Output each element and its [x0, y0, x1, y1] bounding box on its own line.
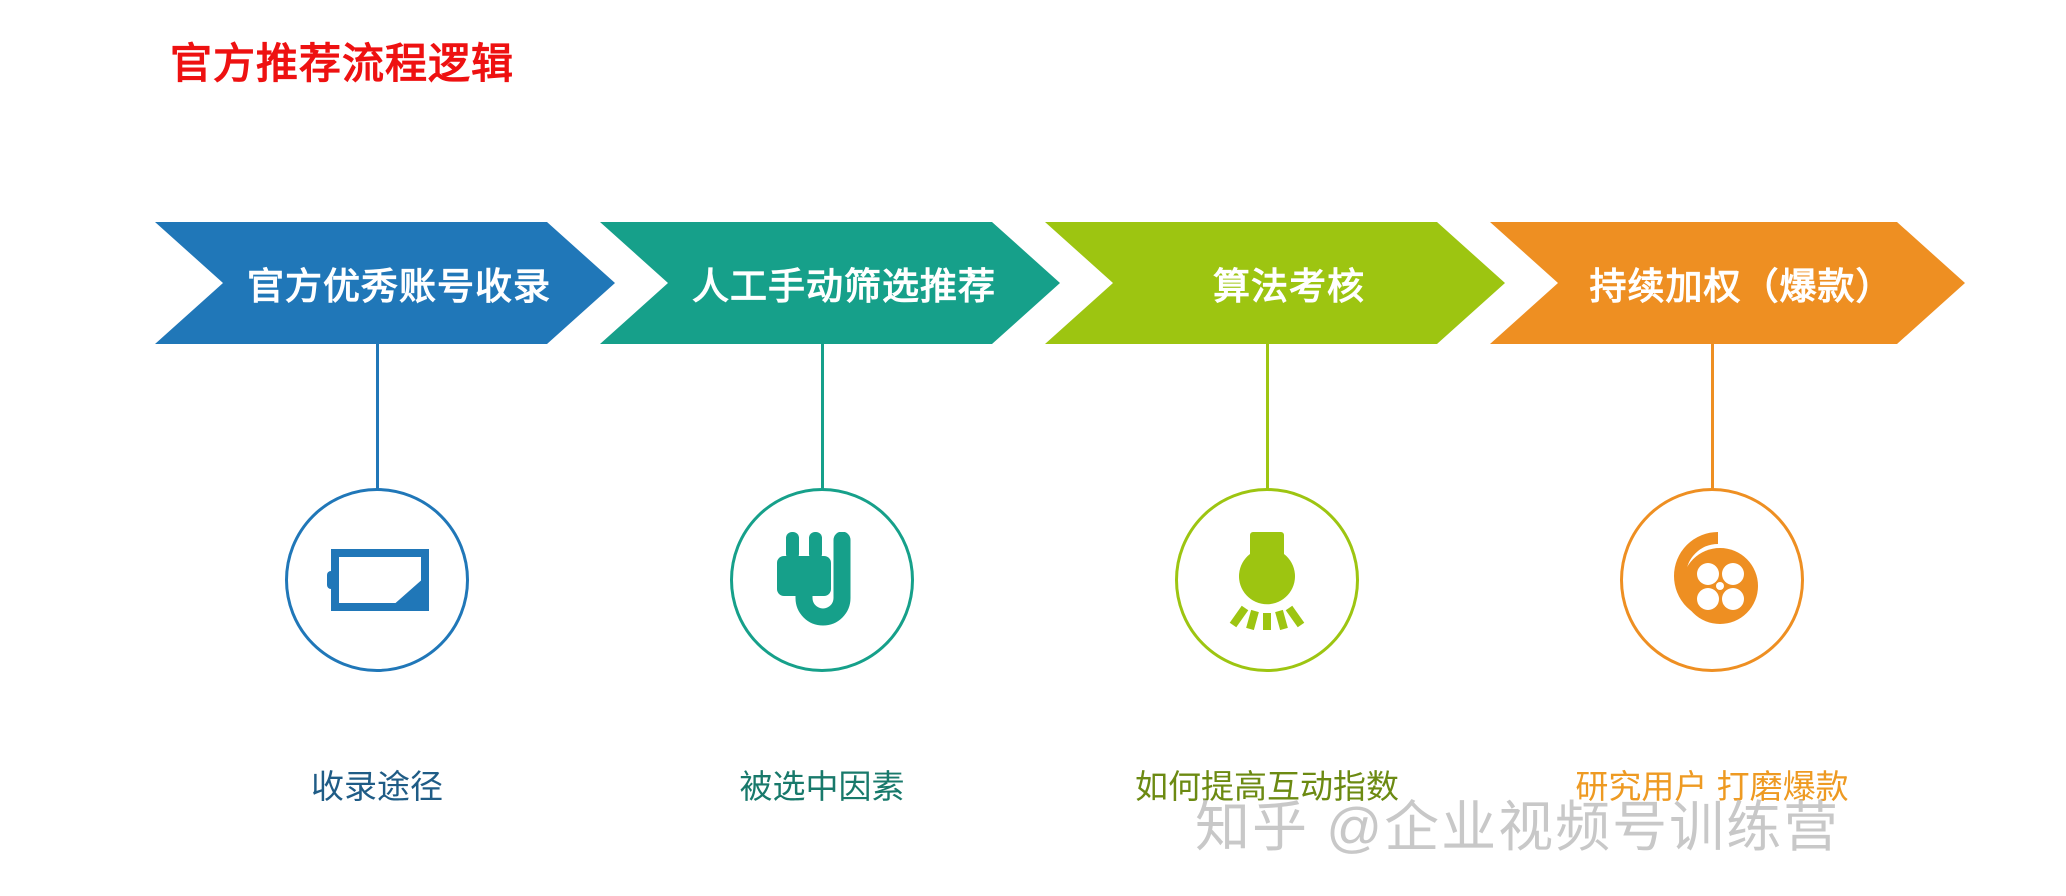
connector-line-4	[1711, 344, 1714, 489]
process-step-label-4: 持续加权（爆款）	[1589, 266, 1894, 307]
icon-circle-3[interactable]	[1175, 488, 1359, 672]
connector-line-2	[821, 344, 824, 489]
icon-circle-1[interactable]	[285, 488, 469, 672]
process-step-label-1: 官方优秀账号收录	[247, 266, 551, 307]
process-step-chevron-2[interactable]: 人工手动筛选推荐	[600, 222, 1060, 344]
step-caption-3: 如何提高互动指数	[1135, 768, 1399, 805]
connector-line-1	[376, 344, 379, 489]
process-step-chevron-3[interactable]: 算法考核	[1045, 222, 1505, 344]
icon-circle-4[interactable]	[1620, 488, 1804, 672]
process-step-chevron-1[interactable]: 官方优秀账号收录	[155, 222, 615, 344]
process-step-label-2: 人工手动筛选推荐	[692, 266, 996, 307]
power-plug-icon	[776, 532, 868, 628]
process-chevron-band: 官方优秀账号收录 人工手动筛选推荐 算法考核 持续加权（爆款）	[0, 222, 2066, 344]
icon-circle-2[interactable]	[730, 488, 914, 672]
film-reel-icon	[1664, 532, 1760, 628]
battery-icon	[325, 549, 429, 611]
page-title: 官方推荐流程逻辑	[170, 40, 515, 87]
step-caption-4: 研究用户 打磨爆款	[1575, 768, 1849, 805]
process-step-label-3: 算法考核	[1213, 266, 1365, 307]
light-bulb-icon	[1219, 530, 1315, 630]
process-step-chevron-4[interactable]: 持续加权（爆款）	[1490, 222, 1965, 344]
step-caption-2: 被选中因素	[739, 768, 905, 805]
step-caption-1: 收录途径	[311, 768, 443, 805]
connector-line-3	[1266, 344, 1269, 489]
